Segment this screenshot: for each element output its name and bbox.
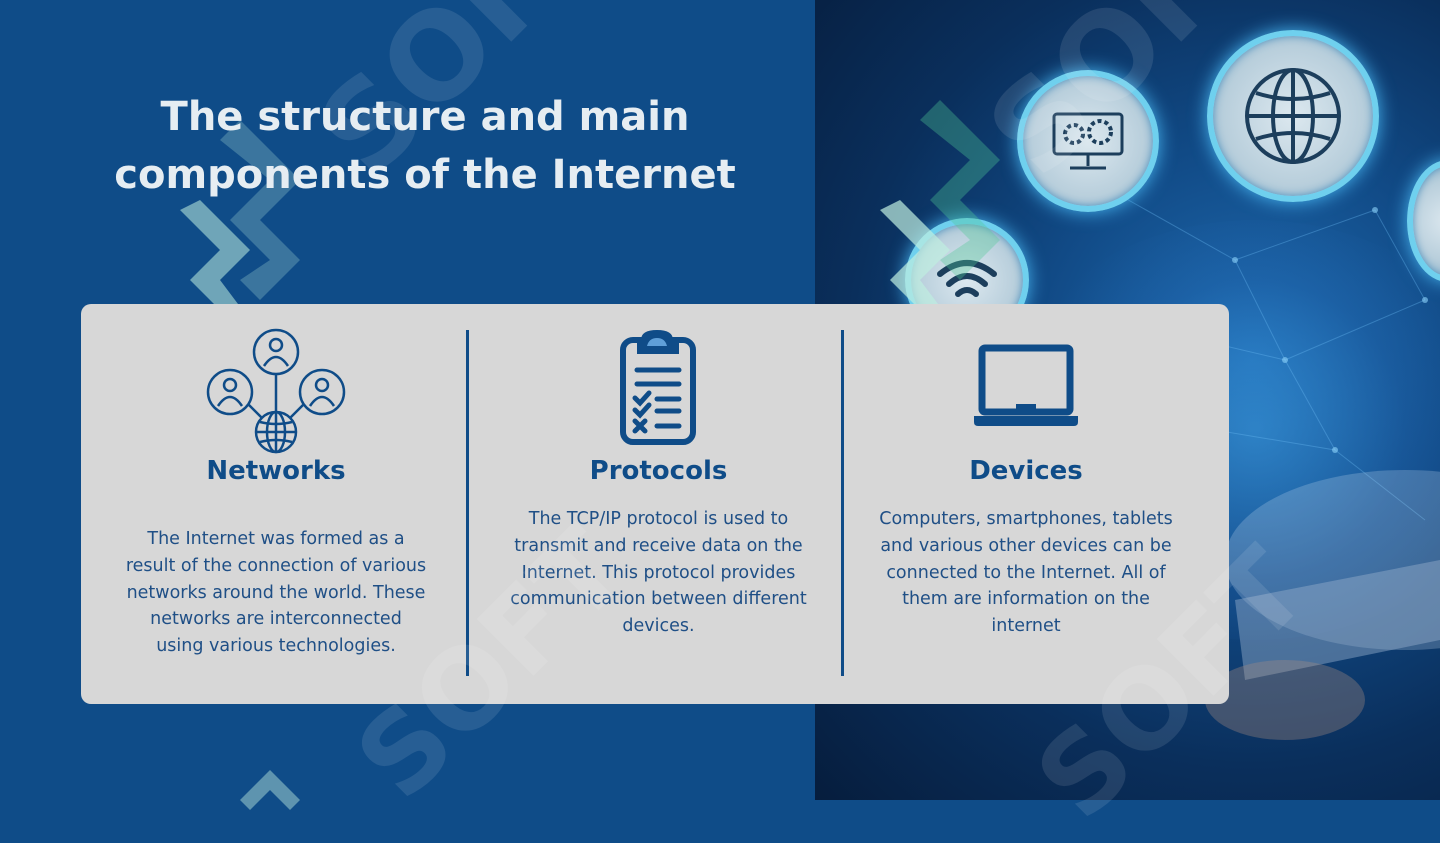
page-title: The structure and main components of the… — [90, 88, 760, 204]
title-line-2: components of the Internet — [114, 152, 736, 198]
clipboard-checklist-icon — [619, 330, 696, 445]
devices-line-3: connected to the Internet. All of — [886, 562, 1166, 583]
networks-heading: Networks — [206, 456, 346, 486]
networks-line-1: The Internet was formed as a — [147, 529, 405, 549]
networks-description: The Internet was formed as a result of t… — [91, 526, 461, 660]
devices-line-2: and various other devices can be — [880, 535, 1172, 556]
networks-column: Networks The Internet was formed as a re… — [91, 304, 461, 704]
globe-icon — [1245, 68, 1341, 164]
networks-line-4: networks are interconnected — [150, 609, 402, 630]
protocols-description: The TCP/IP protocol is used to transmit … — [476, 506, 841, 640]
bottom-strip — [815, 800, 1440, 810]
wifi-icon — [937, 260, 997, 297]
protocols-line-1: The TCP/IP protocol is used to — [528, 509, 789, 529]
networks-line-3: networks around the world. These — [126, 582, 426, 603]
title-line-1: The structure and main — [160, 94, 690, 140]
protocols-line-3: Internet. This protocol provides — [521, 562, 796, 583]
devices-column: Devices Computers, smartphones, tablets … — [847, 304, 1205, 704]
components-card: Networks The Internet was formed as a re… — [81, 304, 1229, 704]
devices-line-1: Computers, smartphones, tablets — [879, 509, 1173, 529]
devices-line-5: internet — [991, 616, 1061, 637]
divider-right — [841, 330, 844, 676]
divider-left — [466, 330, 469, 676]
laptop-icon — [974, 344, 1078, 426]
gears-monitor-icon — [1052, 112, 1124, 170]
protocols-heading: Protocols — [589, 456, 728, 486]
devices-heading: Devices — [969, 456, 1083, 486]
devices-description: Computers, smartphones, tablets and vari… — [847, 506, 1205, 640]
globe-ring — [1207, 30, 1379, 202]
network-mesh — [1074, 169, 1440, 740]
networks-line-2: result of the connection of various — [125, 555, 427, 576]
network-people-globe-icon — [206, 328, 346, 454]
devices-line-4: them are information on the — [902, 589, 1150, 610]
protocols-line-4: communication between different — [510, 589, 807, 610]
protocols-line-5: devices. — [622, 616, 695, 637]
protocols-line-2: transmit and receive data on the — [514, 535, 803, 556]
gears-monitor-ring — [1017, 70, 1159, 212]
networks-line-5: using various technologies. — [156, 636, 396, 657]
protocols-column: Protocols The TCP/IP protocol is used to… — [476, 304, 841, 704]
